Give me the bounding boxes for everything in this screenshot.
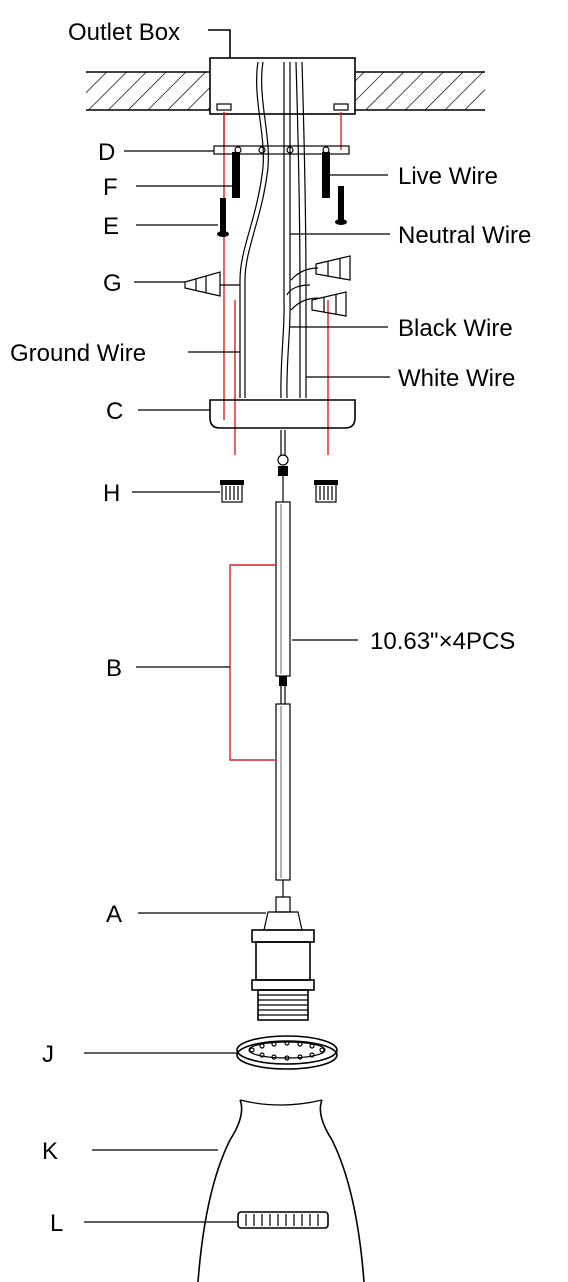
screw-e-left <box>217 198 229 237</box>
label-k: K <box>42 1138 58 1165</box>
canopy-nut-right <box>314 480 338 503</box>
label-l: L <box>50 1210 63 1237</box>
label-ground-wire: Ground Wire <box>10 340 146 367</box>
canopy-nut-left <box>220 480 244 503</box>
label-a: A <box>106 901 122 928</box>
label-h: H <box>103 480 120 507</box>
label-f: F <box>103 174 118 201</box>
ground-wire <box>220 61 269 398</box>
hook-and-swivel <box>277 430 289 502</box>
rod-bracket <box>229 564 276 761</box>
canopy <box>209 399 356 429</box>
glass-shade <box>197 1099 365 1282</box>
label-g: G <box>103 270 122 297</box>
label-rod-spec: 10.63"×4PCS <box>370 628 515 655</box>
leader-lines <box>84 150 390 1223</box>
label-j: J <box>42 1041 54 1068</box>
screw-f-left <box>232 152 240 198</box>
screw-e-right <box>335 186 347 225</box>
label-b: B <box>106 655 122 682</box>
white-wire <box>295 61 307 398</box>
rod-lower <box>275 703 291 881</box>
label-live-wire: Live Wire <box>398 163 498 190</box>
shade-ring <box>236 1035 338 1070</box>
label-e: E <box>103 213 119 240</box>
label-neutral-wire: Neutral Wire <box>398 222 531 249</box>
label-c: C <box>106 398 123 425</box>
label-d: D <box>98 139 115 166</box>
rod-upper <box>275 501 291 677</box>
rod-connector <box>279 676 287 704</box>
label-outlet-box: Outlet Box <box>68 19 180 46</box>
lamp-socket <box>251 896 315 1021</box>
ceiling <box>86 71 485 111</box>
black-wire <box>280 62 291 399</box>
mounting-strap <box>213 145 350 155</box>
wire-nut-live <box>315 255 351 281</box>
bulb-base <box>237 1211 329 1229</box>
screw-f-right <box>322 152 330 198</box>
alignment-guides <box>223 112 342 455</box>
wire-nut-neutral <box>311 291 347 317</box>
outlet-box <box>208 29 356 115</box>
label-black-wire: Black Wire <box>398 315 513 342</box>
neutral-wire-routing <box>286 267 319 311</box>
label-white-wire: White Wire <box>398 365 515 392</box>
wire-nut-ground <box>184 271 221 297</box>
